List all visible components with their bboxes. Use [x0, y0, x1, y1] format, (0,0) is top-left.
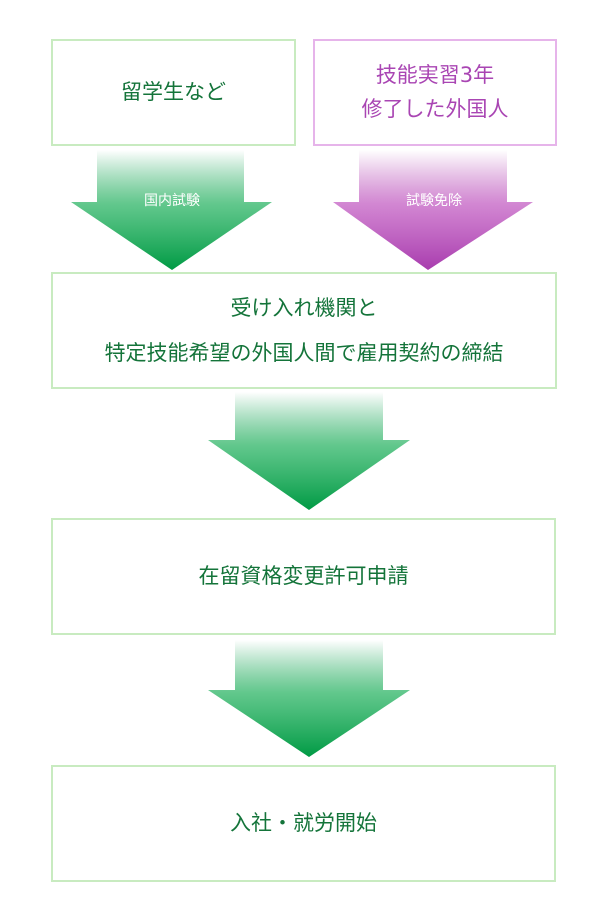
status-change-box: 在留資格変更許可申請	[51, 518, 556, 635]
domestic-exam-label: 国内試験	[144, 193, 200, 209]
trainee-text-line1: 技能実習3年	[375, 62, 495, 87]
start-work-box: 入社・就労開始	[51, 765, 556, 882]
contract-text-line2: 特定技能希望の外国人間で雇用契約の締結	[104, 340, 504, 365]
status-change-text: 在留資格変更許可申請	[198, 563, 409, 588]
students-box: 留学生など	[51, 39, 296, 146]
trainee-text-line2: 修了した外国人	[361, 96, 509, 121]
trainee-box: 技能実習3年 修了した外国人	[313, 39, 557, 146]
arrow-domestic-exam	[71, 150, 272, 270]
arrow-to-start-work	[208, 640, 410, 757]
exam-exempt-label: 試験免除	[406, 193, 462, 209]
start-work-text: 入社・就労開始	[230, 810, 377, 835]
arrow-to-application	[208, 392, 410, 510]
students-text: 留学生など	[121, 79, 226, 104]
contract-text-line1: 受け入れ機関と	[230, 296, 378, 321]
employment-contract-box: 受け入れ機関と 特定技能希望の外国人間で雇用契約の締結	[51, 272, 557, 389]
arrow-exam-exempt	[333, 150, 533, 270]
